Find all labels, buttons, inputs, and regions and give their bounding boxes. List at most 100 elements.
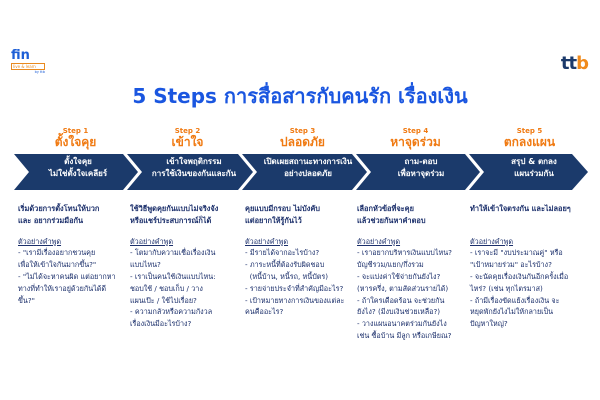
ttb-logo: ttb <box>560 53 589 74</box>
example-line: แผนเป๊ะ / ใช้ไปเรื่อย? <box>130 295 197 305</box>
step-lead: เลือกหัวข้อที่จะคุย แล้วช่วยกันหาคำตอบ <box>357 203 473 227</box>
example-line: ปัญหาใหญ่? <box>470 319 508 329</box>
chevron-line: ถาม-ตอบ <box>404 157 438 166</box>
example-line: - วางแผนอนาคตร่วมกันยังไง <box>357 319 447 329</box>
step-lead: ใช้วิธีพูดคุยกันแบบไม่จริงจัง หรือแชร์ปร… <box>130 203 246 227</box>
chevron-line: แผนร่วมกัน <box>514 169 554 178</box>
step-number: Step 2 <box>174 127 201 135</box>
example-line: - เราจะมี "งบประมาณคู่" หรือ <box>470 248 563 258</box>
step-heading-1: Step 1 ตั้งใจคุย <box>18 127 133 149</box>
chevron-line: ตั้งใจคุย <box>64 157 92 166</box>
chevron-2 <box>127 154 253 190</box>
step-number: Step 1 <box>62 127 89 135</box>
step-name: ปลอดภัย <box>280 135 325 149</box>
example-line: - มีรายได้จากอะไรบ้าง? <box>245 248 320 258</box>
lead-line: ใช้วิธีพูดคุยกันแบบไม่จริงจัง <box>130 204 219 213</box>
chevron-1 <box>14 154 138 190</box>
chevron-line: ไม่ใช่ตั้งใจเคลียร์ <box>48 169 108 178</box>
example-line: - ภาระหนี้ที่ต้องรับผิดชอบ <box>245 260 325 270</box>
chevron-line: การใช้เงินของกันและกัน <box>151 169 237 178</box>
chevron-5 <box>469 154 588 190</box>
step-lead: เริ่มด้วยการตั้งโทนให้บวก และ อยากร่วมมื… <box>18 203 134 227</box>
step-number: Step 4 <box>402 127 429 135</box>
chevron-4 <box>356 154 480 190</box>
example-line: - ถ้าใครเดือดร้อน จะช่วยกัน <box>357 295 445 305</box>
step-name: ตั้งใจคุย <box>54 135 97 149</box>
lead-line: และ อยากร่วมมือกัน <box>18 215 84 225</box>
page-title: 5 Steps การสื่อสารกับคนรัก เรื่องเงิน <box>132 84 468 108</box>
chevron-3 <box>242 154 367 190</box>
step-detail-4: เลือกหัวข้อที่จะคุย แล้วช่วยกันหาคำตอบ ต… <box>357 203 473 342</box>
step-detail-5: ทำให้เข้าใจตรงกัน และไม่ลอยๆ ตัวอย่างคำพ… <box>470 203 586 330</box>
chevron-label-2: เข้าใจพฤติกรรม การใช้เงินของกันและกัน <box>138 156 250 180</box>
chevron-line: เข้าใจพฤติกรรม <box>166 157 222 166</box>
step-number: Step 3 <box>289 127 316 135</box>
example-line: ขึ้น?" <box>18 295 35 305</box>
step-heading-4: Step 4 หาจุดร่วม <box>358 127 473 149</box>
chevron-line: อย่างปลอดภัย <box>284 169 332 178</box>
chevron-line: เพื่อหาจุดร่วม <box>397 169 445 178</box>
example-label: ตัวอย่างคำพูด <box>245 236 289 246</box>
example-line: เรื่องเงินมีอะไรบ้าง? <box>130 319 192 329</box>
example-line: เพื่อให้เข้าใจกันมากขึ้น?" <box>18 260 97 270</box>
example-line: - จะแบ่งค่าใช้จ่ายกันยังไง? <box>357 271 441 281</box>
example-line: ไหร่? (เช่น ทุกไตรมาส) <box>470 283 543 293</box>
step-name: ตกลงแผน <box>503 135 556 149</box>
example-line: - ความกลัวหรือความกังวล <box>130 307 213 317</box>
step-detail-2: ใช้วิธีพูดคุยกันแบบไม่จริงจัง หรือแชร์ปร… <box>130 203 246 330</box>
example-line: คนคืออะไร? <box>245 307 284 317</box>
lead-line: แต่อยากให้รู้กันไว้ <box>245 215 302 225</box>
lead-line: เริ่มด้วยการตั้งโทนให้บวก <box>18 204 100 213</box>
chevron-line: สรุป & ตกลง <box>511 157 557 166</box>
lead-line: คุยแบบมีกรอบ ไม่บังคับ <box>245 204 320 213</box>
chevron-label-4: ถาม-ตอบ เพื่อหาจุดร่วม <box>365 156 477 180</box>
example-label: ตัวอย่างคำพูด <box>470 236 514 246</box>
chevron-line: เปิดเผยสถานะทางการเงิน <box>263 157 353 166</box>
example-line: "เป้าหมายร่วม" อะไรบ้าง? <box>470 260 552 270</box>
logo-sub-text: live & learn <box>11 63 45 70</box>
lead-line <box>470 215 586 227</box>
step-lead: ทำให้เข้าใจตรงกัน และไม่ลอยๆ <box>470 203 586 227</box>
step-heading-2: Step 2 เข้าใจ <box>130 127 245 149</box>
example-line: หยุดพักยังไงไม่ให้กลายเป็น <box>470 307 554 317</box>
step-name: หาจุดร่วม <box>390 135 441 149</box>
logo-fin-text: fin <box>11 48 30 63</box>
lead-line: เลือกหัวข้อที่จะคุย <box>357 204 414 213</box>
example-line: - เราอยากบริหารเงินแบบไหน? <box>357 248 452 258</box>
example-line: ทางที่ทำให้เราอยู่ด้วยกันได้ดี <box>18 283 107 293</box>
chevron-label-5: สรุป & ตกลง แผนร่วมกัน <box>478 156 590 180</box>
step-number: Step 5 <box>516 127 543 135</box>
example-line: - เราเป็นคนใช้เงินแบบไหน: <box>130 271 216 281</box>
lead-line: ทำให้เข้าใจตรงกัน และไม่ลอยๆ <box>470 204 571 213</box>
example-line: แบบไหน? <box>130 260 161 270</box>
example-line: - "ไม่ได้จะหาคนผิด แต่อยากหา <box>18 271 116 281</box>
example-label: ตัวอย่างคำพูด <box>18 236 62 246</box>
example-line: บัญชีรวม/แยก/กึ่งรวม <box>357 260 424 270</box>
step-lead: คุยแบบมีกรอบ ไม่บังคับ แต่อยากให้รู้กันไ… <box>245 203 361 227</box>
example-line: - "เรามีเรื่องอยากชวนคุย <box>18 248 96 258</box>
example-line: ชอบใช้ / ชอบเก็บ / วาง <box>130 283 203 293</box>
example-line: - จะนัดคุยเรื่องเงินกันอีกครั้งเมื่อ <box>470 271 569 281</box>
step-detail-1: เริ่มด้วยการตั้งโทนให้บวก และ อยากร่วมมื… <box>18 203 134 306</box>
logo-by-text: by ttb <box>34 70 45 74</box>
example-line: - โตมากับความเชื่อเรื่องเงิน <box>130 248 216 258</box>
lead-line: หรือแชร์ประสบการณ์ก็ได้ <box>130 215 212 225</box>
step-detail-3: คุยแบบมีกรอบ ไม่บังคับ แต่อยากให้รู้กันไ… <box>245 203 361 318</box>
steps-chevron-band <box>14 154 588 190</box>
example-line: - เป้าหมายทางการเงินของแต่ละ <box>245 295 345 305</box>
example-label: ตัวอย่างคำพูด <box>130 236 174 246</box>
step-heading-5: Step 5 ตกลงแผน <box>472 127 587 149</box>
example-line: เช่น ซื้อบ้าน มีลูก หรือเกษียณ? <box>357 330 452 340</box>
example-line: (หนี้บ้าน, หนี้รถ, หนี้บัตร) <box>245 271 329 281</box>
fin-live-learn-logo: fin live & learn by ttb <box>11 48 45 76</box>
example-line: ยังไง? (มีงบเงินช่วยเหลือ?) <box>357 307 441 317</box>
chevron-label-3: เปิดเผยสถานะทางการเงิน อย่างปลอดภัย <box>252 156 364 180</box>
step-name: เข้าใจ <box>171 135 204 149</box>
chevron-label-1: ตั้งใจคุย ไม่ใช่ตั้งใจเคลียร์ <box>22 156 134 180</box>
example-line: - ถ้ามีเรื่องขัดแย้งเรื่องเงิน จะ <box>470 295 560 305</box>
lead-line: แล้วช่วยกันหาคำตอบ <box>357 215 426 225</box>
example-line: - รายจ่ายประจำที่สำคัญมีอะไร? <box>245 283 344 293</box>
example-line: (หารครึ่ง, ตามสัดส่วนรายได้) <box>357 283 449 293</box>
step-heading-3: Step 3 ปลอดภัย <box>245 127 360 149</box>
example-label: ตัวอย่างคำพูด <box>357 236 401 246</box>
